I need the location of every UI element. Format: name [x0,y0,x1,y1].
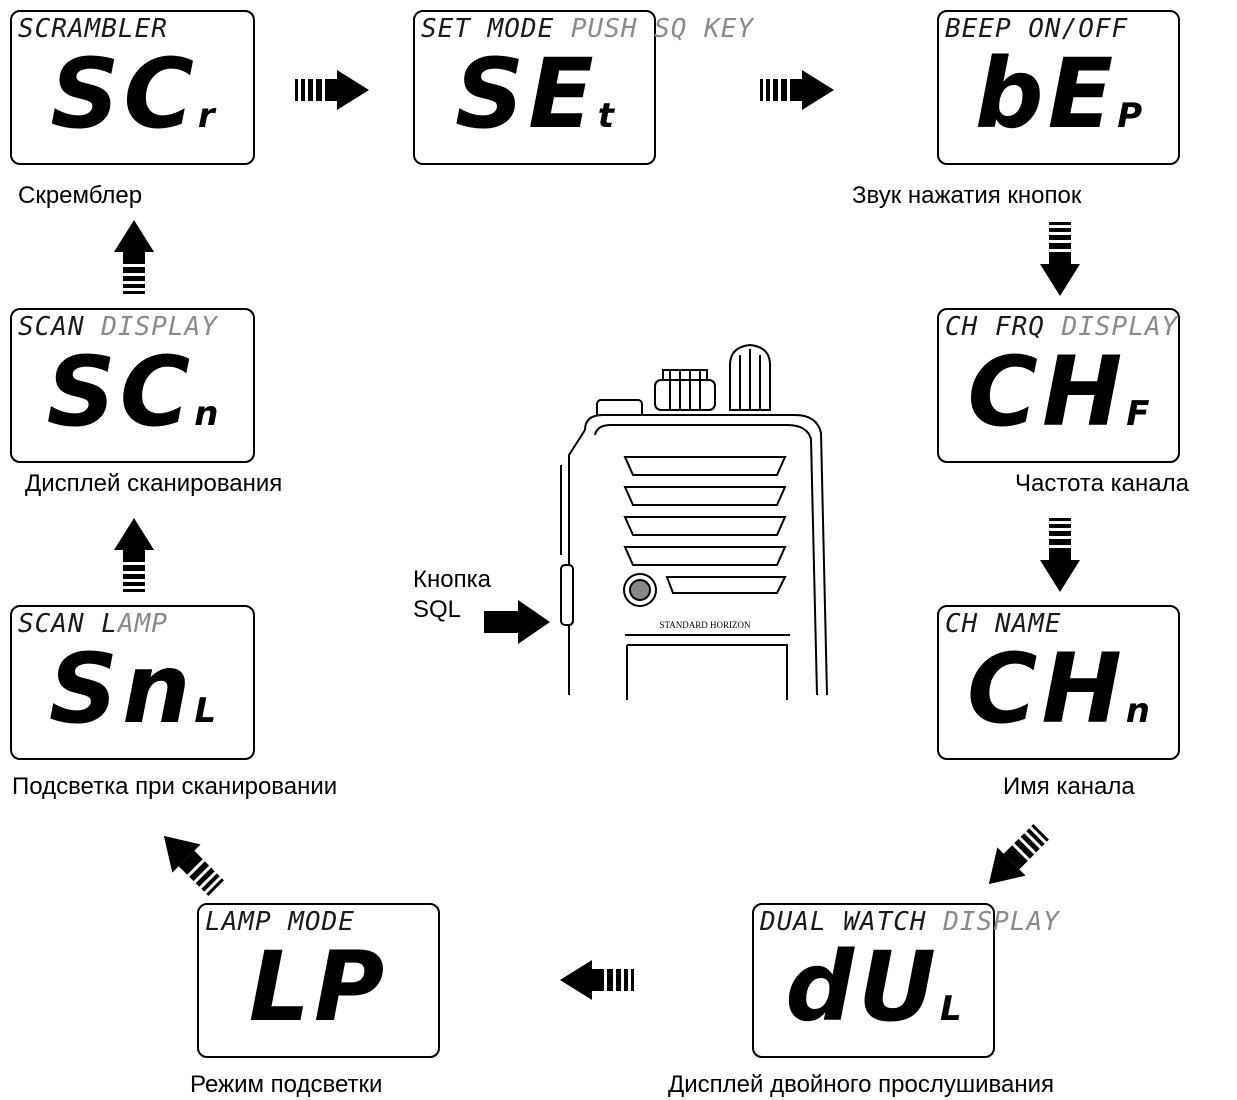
display-code: CHF [967,336,1150,448]
radio-illustration: STANDARD HORIZON [560,343,828,700]
hatched-arrow-icon [1040,222,1080,296]
display-panel-lamp-mode: LAMP MODE LP [197,903,440,1058]
hatched-arrow-icon [163,835,224,896]
display-code: LP [248,931,389,1043]
hatched-arrow-icon [1040,518,1080,592]
hatched-arrow-icon [988,824,1049,885]
hatched-arrow-icon [560,960,634,1000]
caption-scrambler: Скремблер [18,182,143,209]
caption-scan-lamp: Подсветка при сканировании [12,773,338,800]
display-top-label: BEEP ON/OFF [945,14,1129,44]
display-top-label: CH NAME [945,609,1062,639]
caption-scan-display: Дисплей сканирования [25,470,283,497]
display-code: CHn [966,633,1150,745]
display-top-label: DUAL WATCH DISPLAY [760,907,1060,937]
display-code: SnL [48,633,217,745]
display-panel-scan-display: SCAN DISPLAY SCn [10,308,255,463]
display-panel-ch-name: CH NAME CHn [937,605,1180,760]
display-panel-scrambler: SCRAMBLER SCr [10,10,255,165]
sql-button-label: Кнопка SQL [413,566,491,623]
radio-brand-label: STANDARD HORIZON [659,620,751,630]
display-panel-set-mode: SET MODE PUSH SQ KEY SEt [413,10,753,165]
caption-ch-frequency: Частота канала [1015,470,1189,497]
caption-beep: Звук нажатия кнопок [852,182,1082,209]
solid-arrow-icon [484,600,550,644]
display-code: dUL [785,931,962,1043]
display-top-label: SCAN LAMP [18,609,168,639]
display-panel-ch-frequency: CH FRQ DISPLAY CHF [937,308,1180,463]
hatched-arrow-icon [114,220,154,294]
hatched-arrow-icon [760,70,834,110]
display-code: SCr [50,38,215,150]
display-top-label: CH FRQ DISPLAY [945,312,1179,342]
caption-ch-name: Имя канала [1003,773,1135,800]
display-top-label: LAMP MODE [205,907,355,937]
display-panel-dual-watch: DUAL WATCH DISPLAY dUL [752,903,1059,1058]
display-top-label: SCRAMBLER [18,14,168,44]
display-code: SCn [46,336,219,448]
hatched-arrow-icon [114,518,154,592]
display-code: bEP [974,38,1143,150]
hatched-arrow-icon [295,70,369,110]
display-panel-beep: BEEP ON/OFF bEP [937,10,1180,165]
display-code: SEt [455,38,614,150]
display-top-label: SET MODE PUSH SQ KEY [421,14,755,44]
caption-dual-watch: Дисплей двойного прослушивания [668,1071,1055,1098]
caption-lamp-mode: Режим подсветки [190,1071,383,1098]
display-panel-scan-lamp: SCAN LAMP SnL [10,605,255,760]
display-top-label: SCAN DISPLAY [18,312,218,342]
